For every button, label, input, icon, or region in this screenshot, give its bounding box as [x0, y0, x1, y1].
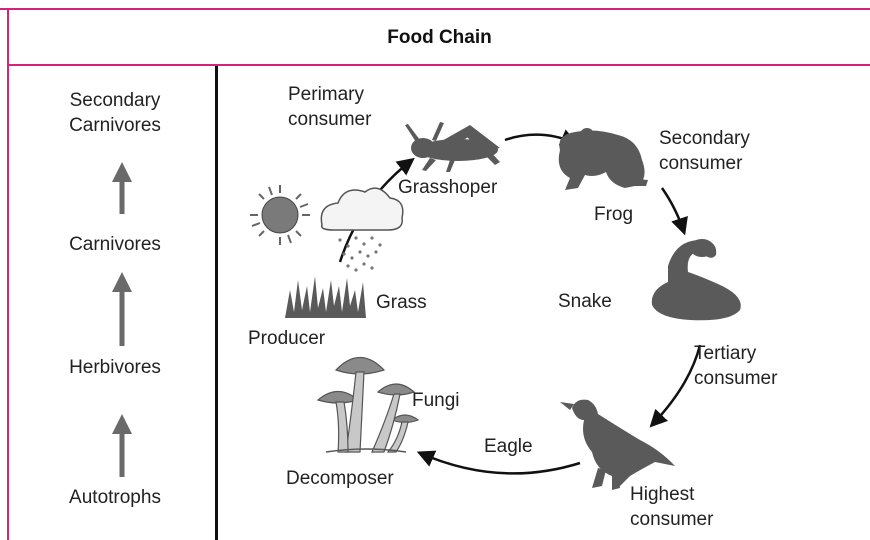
grass-icon — [285, 276, 366, 318]
rain-cloud-icon — [321, 188, 402, 271]
grass-label: Grass — [376, 290, 427, 315]
frog-icon — [559, 128, 648, 190]
decomposer-label: Decomposer — [286, 466, 394, 491]
eagle-label: Eagle — [484, 434, 533, 459]
arrow-frog-to-snake — [662, 188, 684, 232]
primary-consumer-label: Perimary consumer — [288, 82, 371, 132]
fungi-icon — [318, 358, 418, 453]
secondary-consumer-label: Secondary consumer — [659, 126, 750, 176]
tertiary-consumer-label: Tertiary consumer — [694, 341, 777, 391]
arrow-snake-to-eagle — [652, 345, 700, 425]
snake-icon — [652, 239, 741, 320]
producer-label: Producer — [248, 326, 325, 351]
grasshopper-icon — [405, 122, 500, 172]
grasshopper-label: Grasshoper — [398, 175, 497, 200]
sun-icon — [250, 185, 310, 245]
eagle-icon — [560, 400, 675, 490]
fungi-label: Fungi — [412, 388, 460, 413]
snake-label: Snake — [558, 289, 612, 314]
highest-consumer-label: Highest consumer — [630, 482, 713, 532]
frog-label: Frog — [594, 202, 633, 227]
